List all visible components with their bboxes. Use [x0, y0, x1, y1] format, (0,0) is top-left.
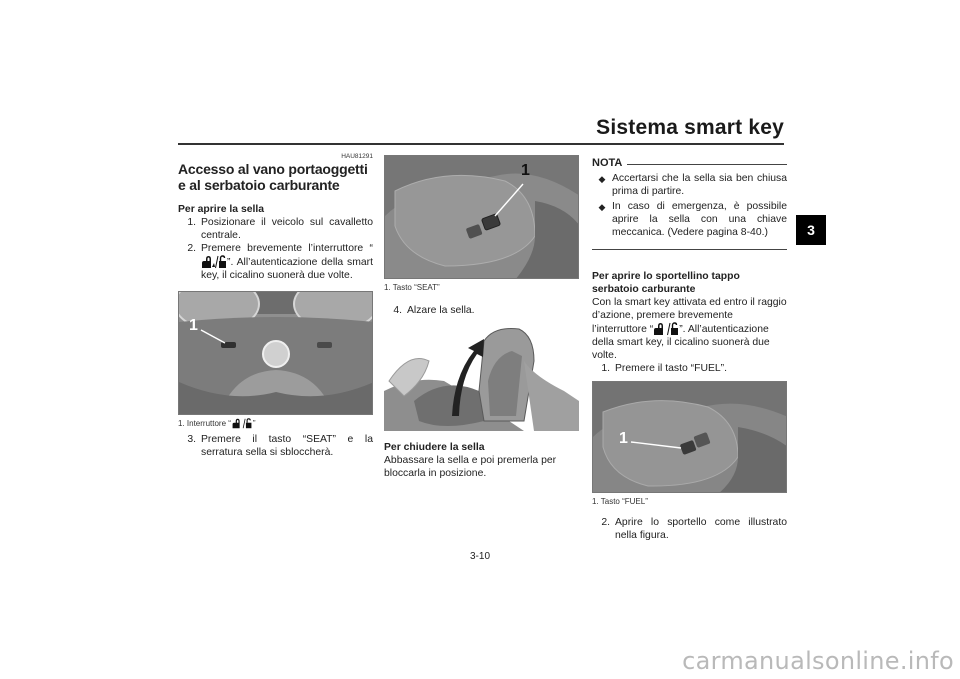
step-item: 2. Aprire lo sportello come illustrato n… — [592, 516, 787, 542]
step-number: 1. — [187, 217, 196, 228]
photo-callout: 1 — [619, 430, 628, 447]
bullet-icon: ◆ — [598, 174, 606, 184]
dashboard-illustration — [179, 292, 372, 414]
step-number: 3. — [187, 434, 196, 446]
photo-caption: 1. Tasto “SEAT” — [384, 283, 440, 292]
photo-caption: 1. Tasto “FUEL” — [592, 497, 648, 506]
fuel-text-pre: Con la smart key attivata ed entro il ra… — [592, 297, 787, 335]
step-item: 2. Premere brevemente l’interruttore “ ”.… — [178, 242, 373, 282]
nota-label: NOTA — [592, 157, 623, 169]
seat-area-illustration — [385, 156, 578, 278]
raised-seat-drawing — [384, 321, 579, 431]
fuel-button-photo: 1 — [592, 381, 787, 493]
switch-photo: 1 — [178, 291, 373, 415]
photo-callout: 1 — [521, 162, 530, 179]
fuel-title: Per aprire lo sportellino tappo serbatoi… — [592, 271, 740, 295]
step-item: 3. Premere il tasto “SEAT” e la serratur… — [178, 433, 373, 459]
nota-header: NOTA — [592, 157, 787, 170]
step-item: 1. Premere il tasto “FUEL”. — [592, 362, 787, 375]
photo-caption: 1. Interruttore “ ” — [178, 418, 373, 429]
step-number: 2. — [187, 243, 196, 254]
fuel-area-illustration — [593, 382, 786, 492]
column-2: 1 1. Tasto “SEAT” 4. Alzare la sella. Pe… — [384, 155, 579, 480]
watermark: carmanualsonline.info — [682, 647, 954, 675]
step-text: Premere il tasto “FUEL”. — [615, 363, 728, 374]
lock-unlock-icon — [232, 418, 252, 429]
close-seat-title: Per chiudere la sella — [384, 442, 485, 453]
step-text: Posizionare il veicolo sul cavalletto ce… — [201, 217, 373, 241]
caption-text-post: ” — [252, 419, 256, 428]
lock-unlock-icon — [202, 255, 226, 269]
nota-end-rule — [592, 249, 787, 250]
chapter-tab: 3 — [796, 215, 826, 245]
step-text: Aprire lo sportello come illustrato nell… — [615, 517, 787, 541]
open-seat-title: Per aprire la sella — [178, 204, 265, 215]
step-text: Premere il tasto “SEAT” e la serratura s… — [201, 434, 373, 459]
step-number: 1. — [601, 363, 610, 374]
column-1: HAU81291 Accesso al vano portaoggetti e … — [178, 150, 373, 459]
nota-text: Accertarsi che la sella sia ben chiusa p… — [612, 173, 787, 197]
step-number: 4. — [393, 305, 402, 316]
step-item: 1. Posizionare il veicolo sul cavalletto… — [178, 216, 373, 242]
lock-unlock-icon — [654, 322, 679, 336]
seat-button-photo: 1 — [384, 155, 579, 279]
step-number: 2. — [601, 517, 610, 528]
open-seat-illustration — [384, 321, 579, 431]
bullet-icon: ◆ — [598, 202, 606, 212]
nota-text: In caso di emergenza, è possibile aprire… — [612, 201, 787, 238]
fuel-text-post: ”. All’autenticazione della smart key, i… — [592, 323, 770, 361]
header-rule — [178, 143, 784, 145]
photo-callout: 1 — [189, 317, 198, 334]
nota-item: ◆ In caso di emergenza, è possibile apri… — [592, 200, 787, 239]
section-code: HAU81291 — [341, 153, 373, 160]
section-title: Accesso al vano portaoggetti e al serbat… — [178, 161, 368, 193]
column-3: NOTA ◆ Accertarsi che la sella sia ben c… — [592, 150, 787, 542]
step-text: Alzare la sella. — [407, 305, 475, 316]
page-title: Sistema smart key — [596, 116, 784, 139]
caption-text-pre: 1. Interruttore “ — [178, 419, 231, 428]
nota-rule — [627, 164, 787, 165]
fuel-text: Con la smart key attivata ed entro il ra… — [592, 296, 787, 362]
nota-item: ◆ Accertarsi che la sella sia ben chiusa… — [592, 172, 787, 198]
step-item: 4. Alzare la sella. — [384, 304, 579, 317]
close-seat-text: Abbassare la sella e poi premerla per bl… — [384, 455, 557, 479]
page-number: 3-10 — [469, 551, 490, 562]
step-text-post: ”. All’autenticazione della smart key, i… — [201, 256, 373, 281]
step-text-pre: Premere brevemente l’interruttore “ — [201, 243, 373, 254]
